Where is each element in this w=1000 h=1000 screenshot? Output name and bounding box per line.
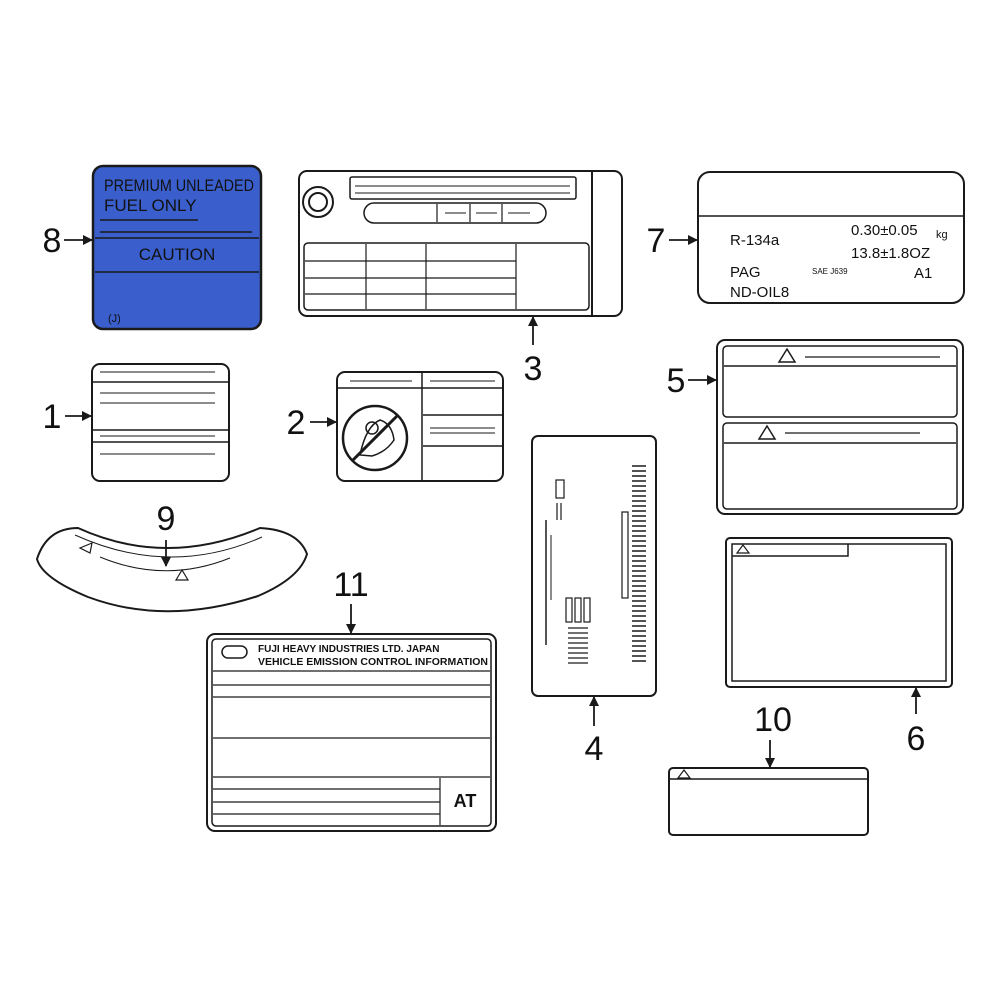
warning-triangle-icon	[757, 424, 777, 440]
warning-triangle-icon	[735, 544, 751, 554]
transmission-type: AT	[454, 791, 477, 811]
warning-triangle-icon	[777, 347, 797, 363]
callout-2: 2	[287, 404, 306, 442]
sae-standard: SAE J639	[812, 267, 848, 276]
callout-7: 7	[647, 222, 666, 260]
refrigerant-charge-oz: 13.8±1.8OZ	[851, 245, 930, 262]
refrigerant-code: A1	[914, 265, 932, 282]
refrigerant-charge-kg: 0.30±0.05	[851, 222, 918, 239]
warning-label-5	[716, 339, 964, 515]
fuel-caution-label: PREMIUM UNLEADED FUEL ONLY CAUTION (J)	[91, 164, 263, 331]
callout-11: 11	[333, 566, 368, 604]
callout-5: 5	[667, 362, 686, 400]
warning-label-6	[725, 537, 953, 688]
callout-8: 8	[43, 222, 62, 260]
oil-type: PAG	[730, 264, 761, 281]
no-child-seat-icon	[341, 404, 409, 472]
airbag-warning-label	[336, 371, 504, 482]
label-1	[91, 363, 230, 482]
callout-10: 10	[754, 701, 792, 739]
callout-9: 9	[157, 500, 176, 538]
callout-3: 3	[524, 350, 543, 388]
manufacturer-text: FUJI HEAVY INDUSTRIES LTD. JAPAN	[258, 644, 440, 655]
fuel-label-mark: (J)	[108, 313, 121, 325]
leader-arrows	[64, 235, 921, 768]
callout-1: 1	[43, 398, 62, 436]
callout-6: 6	[907, 720, 926, 758]
fuel-label-line1: PREMIUM UNLEADED	[104, 176, 254, 195]
refrigerant-unit-kg: kg	[936, 229, 948, 241]
warning-triangle-icon	[676, 769, 692, 779]
refrigerant-label: R-134a 0.30±0.05 kg 13.8±1.8OZ PAG SAE J…	[697, 171, 965, 304]
emission-control-label: FUJI HEAVY INDUSTRIES LTD. JAPAN VEHICLE…	[206, 633, 497, 832]
callout-numbers: 8 1 2 3 7 5 4 6 9 10 11	[43, 222, 926, 768]
barcode-label	[531, 435, 657, 697]
refrigerant-type: R-134a	[730, 232, 780, 249]
emission-info-title: VEHICLE EMISSION CONTROL INFORMATION	[258, 657, 488, 668]
info-panel-label	[298, 170, 623, 317]
oil-name: ND-OIL8	[730, 284, 789, 301]
label-10	[668, 767, 869, 836]
callout-4: 4	[585, 730, 604, 768]
caution-text: CAUTION	[139, 245, 216, 264]
fuel-label-line2: FUEL ONLY	[104, 196, 197, 215]
curved-label	[35, 526, 309, 613]
